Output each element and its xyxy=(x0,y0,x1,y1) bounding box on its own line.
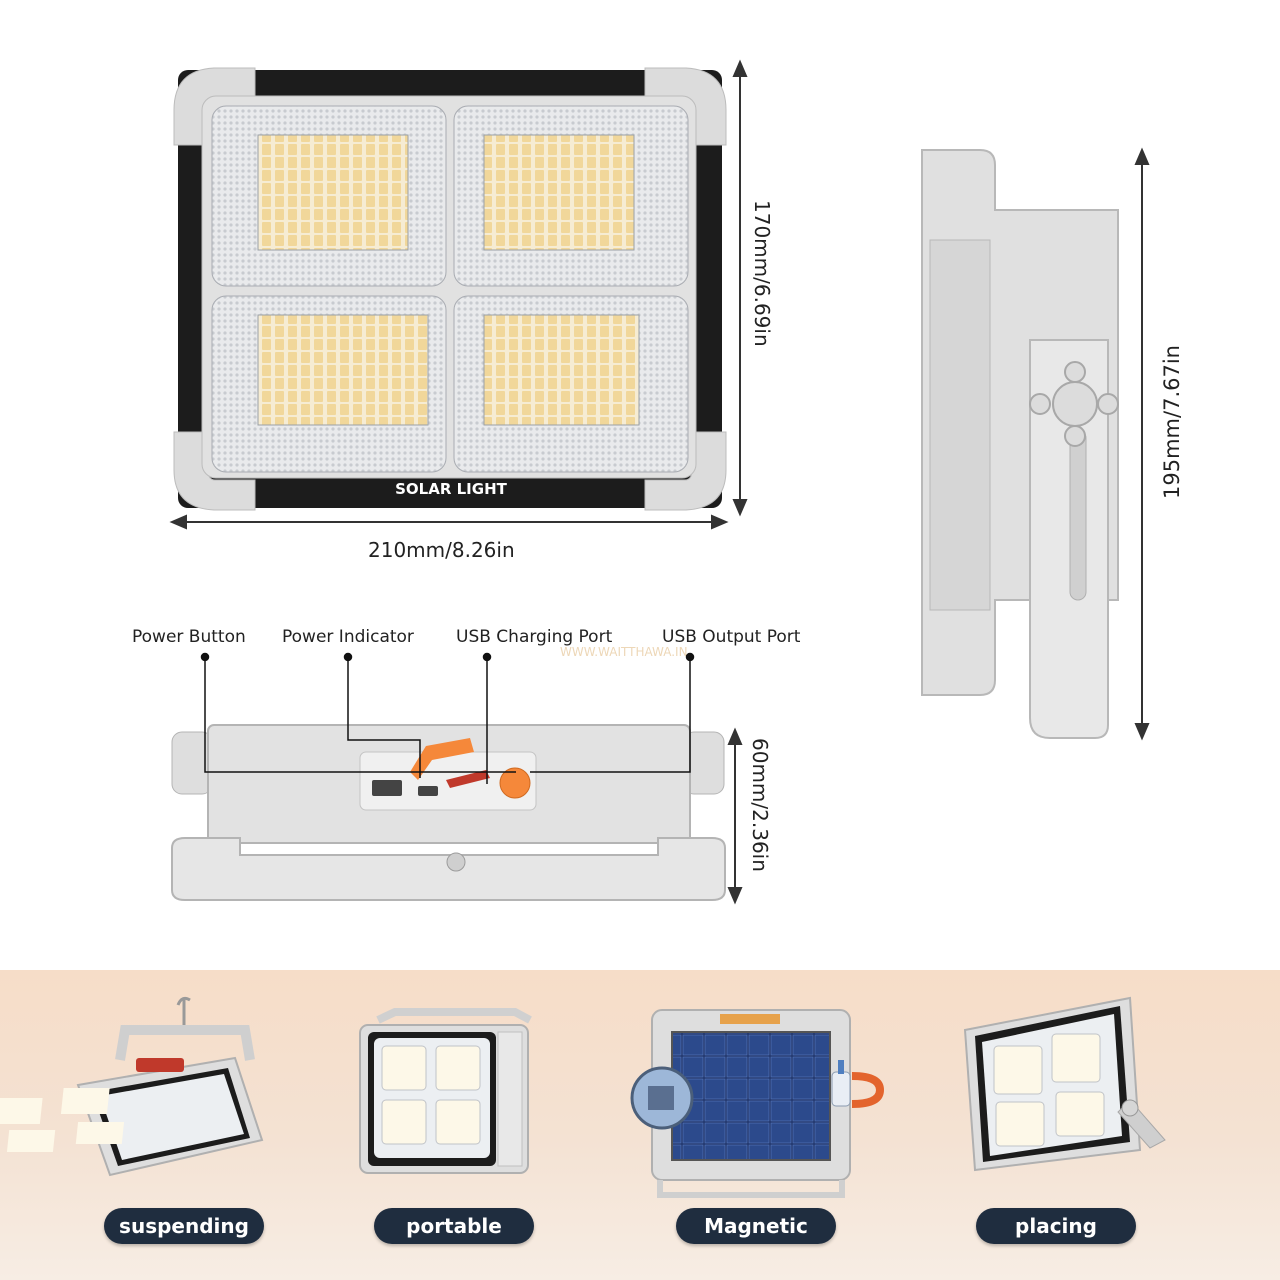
usb-charging-port-icon xyxy=(418,786,438,796)
mode-pill-suspending: suspending xyxy=(104,1208,264,1244)
callout-usb-charging-port: USB Charging Port xyxy=(456,627,613,647)
led-panel xyxy=(211,105,447,287)
callout-usb-output-port: USB Output Port xyxy=(662,627,801,647)
placing-lamp-illustration xyxy=(963,996,1166,1172)
depth-dimension-arrow xyxy=(727,727,743,905)
width-label: 210mm/8.26in xyxy=(368,538,515,562)
brand-label: SOLAR LIGHT xyxy=(395,480,507,498)
height-label: 170mm/6.69in xyxy=(750,200,774,347)
width-dimension-arrow xyxy=(169,514,729,530)
side-height-dimension-arrow xyxy=(1134,147,1150,741)
mode-pill-placing: placing xyxy=(976,1208,1136,1244)
mode-pill-magnetic: Magnetic xyxy=(676,1208,836,1244)
suspending-lamp-illustration xyxy=(0,996,264,1177)
callout-power-indicator: Power Indicator xyxy=(282,627,414,647)
depth-label: 60mm/2.36in xyxy=(748,738,772,872)
watermark-text: WWW.WAITTHAWA.IN xyxy=(560,645,688,659)
usb-output-port-icon xyxy=(372,780,402,796)
led-panel xyxy=(453,295,689,473)
power-button-icon xyxy=(499,767,531,799)
portable-lamp-illustration xyxy=(359,1008,532,1174)
power-indicator-icon xyxy=(410,738,474,780)
knob-icon xyxy=(1029,361,1119,447)
magnetic-lamp-illustration xyxy=(630,1009,885,1198)
height-dimension-arrow xyxy=(732,59,748,517)
magnet-icon xyxy=(831,1060,885,1108)
mode-pill-portable: portable xyxy=(374,1208,534,1244)
led-panel xyxy=(453,105,689,287)
led-panel xyxy=(211,295,447,473)
callout-power-button: Power Button xyxy=(132,627,246,647)
